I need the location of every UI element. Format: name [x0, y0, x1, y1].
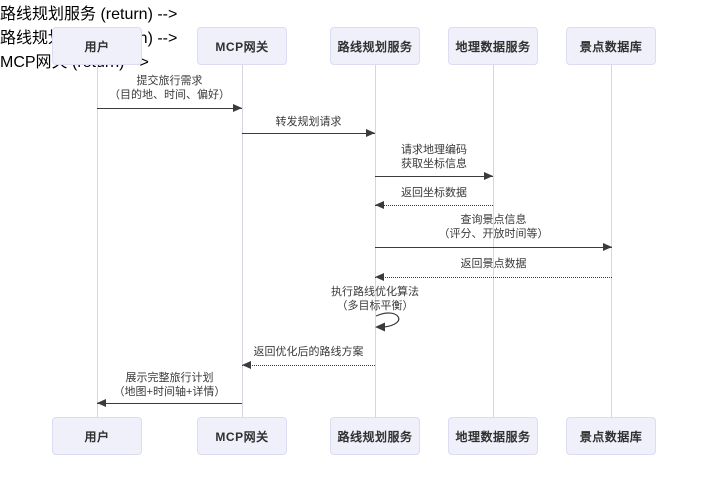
message-line — [375, 176, 493, 177]
message-text: 展示完整旅行计划 — [125, 372, 214, 384]
lifeline-route-planning-service — [375, 65, 376, 417]
message-text: 请求地理编码 — [401, 144, 467, 156]
message-text: （多目标平衡） — [336, 300, 414, 312]
actor-box-mcp-gateway-bottom: MCP网关 — [197, 417, 287, 455]
message-text: （目的地、时间、偏好） — [109, 89, 230, 101]
lifeline-mcp-gateway — [242, 65, 243, 417]
actor-box-mcp-gateway-top: MCP网关 — [197, 27, 287, 65]
arrowhead-right-icon — [603, 243, 612, 251]
message-line — [375, 205, 493, 206]
lifeline-geo-data-service — [493, 65, 494, 417]
message-line — [242, 133, 375, 134]
lifeline-user — [97, 65, 98, 417]
message-text: 获取坐标信息 — [401, 158, 467, 170]
actor-box-geo-data-bottom: 地理数据服务 — [448, 417, 538, 455]
message-text: 返回坐标数据 — [401, 187, 467, 199]
message-text: 返回景点数据 — [460, 258, 527, 270]
message-line — [97, 108, 242, 109]
actor-box-attraction-db-bottom: 景点数据库 — [566, 417, 656, 455]
message-text: （地图+时间轴+详情） — [113, 386, 226, 398]
message-line — [97, 403, 242, 404]
arrowhead-left-icon — [375, 201, 384, 209]
arrowhead-left-icon — [97, 399, 106, 407]
actor-box-route-planning-bottom: 路线规划服务 — [330, 417, 420, 455]
arrowhead-left-icon — [375, 273, 384, 281]
arrowhead-right-icon — [484, 172, 493, 180]
message-text: 执行路线优化算法 — [331, 286, 419, 298]
message-text: 查询景点信息 — [460, 214, 527, 226]
arrowhead-left-icon — [242, 361, 251, 369]
actor-box-route-planning-top: 路线规划服务 — [330, 27, 420, 65]
message-text: 返回优化后的路线方案 — [253, 346, 364, 358]
message-text: 提交旅行需求 — [136, 75, 203, 87]
message-line — [375, 247, 612, 248]
arrowhead-right-icon — [233, 104, 242, 112]
message-line — [242, 365, 375, 366]
self-loop-arrow-icon — [375, 312, 400, 332]
message-text: （评分、开放时间等） — [438, 228, 549, 240]
actor-box-user-bottom: 用户 — [52, 417, 142, 455]
arrowhead-right-icon — [366, 129, 375, 137]
message-line — [375, 277, 612, 278]
actor-box-geo-data-top: 地理数据服务 — [448, 27, 538, 65]
lifeline-attraction-database — [611, 65, 612, 417]
actor-box-attraction-db-top: 景点数据库 — [566, 27, 656, 65]
actor-box-user-top: 用户 — [52, 27, 142, 65]
message-text: 转发规划请求 — [275, 116, 342, 128]
